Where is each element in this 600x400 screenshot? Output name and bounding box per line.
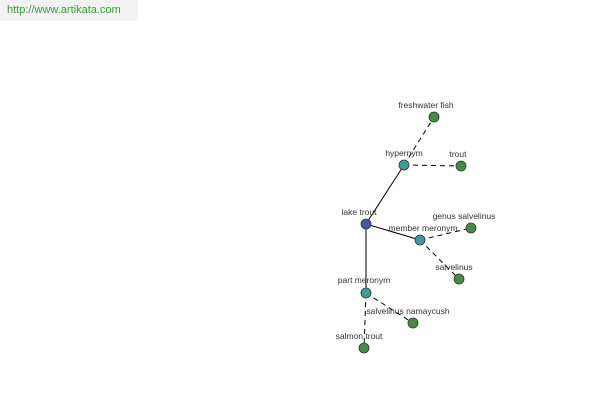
site-url-link[interactable]: http://www.artikata.com (7, 4, 121, 16)
label-lake-trout[interactable]: lake trout (342, 207, 378, 217)
label-trout[interactable]: trout (449, 149, 467, 159)
label-genus-salvelinus[interactable]: genus salvelinus (433, 211, 496, 221)
label-hypernym[interactable]: hypernym (385, 148, 422, 158)
edge-lake-trout-to-hypernym (365, 164, 405, 225)
label-salvelinus-namaycush[interactable]: salvelinus namaycush (366, 306, 449, 316)
node-salvelinus-namaycush[interactable] (407, 317, 419, 329)
node-part-meronym[interactable] (360, 287, 372, 299)
graph-nodes (358, 111, 477, 354)
edge-hypernym-to-freshwater-fish (403, 116, 435, 166)
edge-part-meronym-to-salmon-trout (363, 292, 367, 349)
node-member-meronym[interactable] (414, 234, 426, 246)
label-freshwater-fish[interactable]: freshwater fish (398, 100, 454, 110)
node-lake-trout[interactable] (360, 218, 372, 230)
node-genus-salvelinus[interactable] (465, 222, 477, 234)
label-part-meronym[interactable]: part meronym (338, 275, 390, 285)
edge-member-meronym-to-salvelinus (419, 239, 460, 280)
edge-part-meronym-to-salvelinus-namaycush (365, 292, 414, 324)
node-freshwater-fish[interactable] (428, 111, 440, 123)
node-hypernym[interactable] (398, 159, 410, 171)
graph-edges (363, 116, 472, 349)
edge-hypernym-to-trout (403, 164, 462, 167)
label-member-meronym[interactable]: member meronym (389, 223, 458, 233)
node-trout[interactable] (455, 160, 467, 172)
node-salvelinus[interactable] (453, 273, 465, 285)
site-url-bar: http://www.artikata.com (0, 0, 138, 21)
label-salmon-trout[interactable]: salmon trout (336, 331, 383, 341)
node-salmon-trout[interactable] (358, 342, 370, 354)
edge-lake-trout-to-member-meronym (365, 223, 421, 241)
graph-labels: lake trout hypernym member meronym part mer… (336, 100, 496, 341)
label-salvelinus[interactable]: salvelinus (435, 262, 472, 272)
